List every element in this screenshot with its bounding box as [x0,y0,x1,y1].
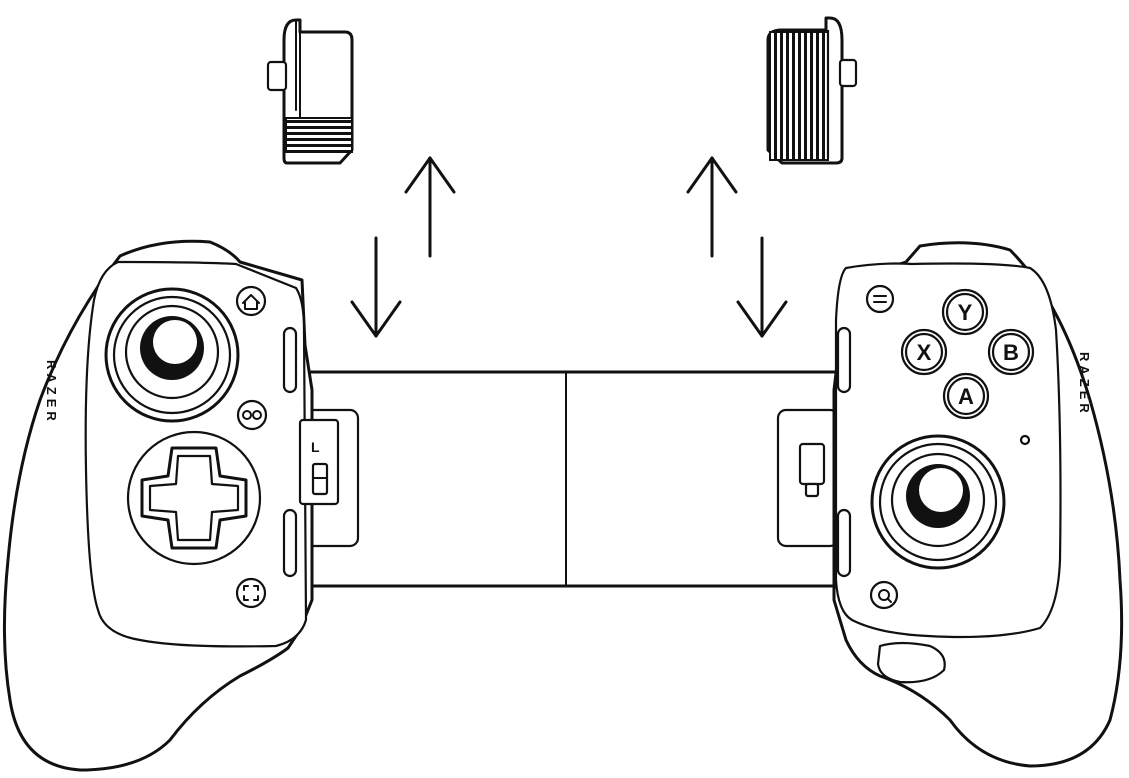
capture-icon [243,585,259,601]
center-bridge [296,370,842,588]
menu-button[interactable] [865,284,895,314]
left-adapter-piece [266,18,354,165]
arrow-up-icon [404,156,456,258]
right-side-slot-upper [836,326,852,394]
y-button[interactable]: Y [941,288,989,336]
home-button[interactable] [235,285,267,317]
b-button[interactable]: B [987,328,1035,376]
arrow-down-icon [736,236,788,338]
slider-label: L [311,439,320,455]
right-adapter-piece [766,16,858,165]
x-button[interactable]: X [900,328,948,376]
capture-button[interactable] [235,577,267,609]
left-joystick[interactable] [104,287,240,423]
right-side-slot-lower [836,508,852,578]
link-button[interactable] [236,399,268,431]
svg-text:X: X [917,340,932,365]
left-slider-switch[interactable]: L [298,418,340,506]
home-icon [242,294,260,310]
arrow-up-icon [686,156,738,258]
menu-icon [873,295,887,303]
right-slider-switch[interactable] [798,442,826,498]
right-joystick[interactable] [870,434,1006,570]
svg-text:A: A [958,384,974,409]
arrow-down-icon [350,236,402,338]
brand-label-right: RAZER [1077,352,1092,417]
svg-text:B: B [1003,340,1019,365]
a-button[interactable]: A [942,372,990,420]
assistant-button[interactable] [869,580,899,610]
left-side-slot-lower [282,508,298,578]
left-side-slot-upper [282,326,298,394]
infinity-icon [242,410,262,420]
dpad[interactable] [126,430,262,566]
assistant-icon [878,589,892,603]
svg-text:Y: Y [958,300,973,325]
status-led [1019,434,1031,446]
brand-label-left: RAZER [44,360,59,425]
